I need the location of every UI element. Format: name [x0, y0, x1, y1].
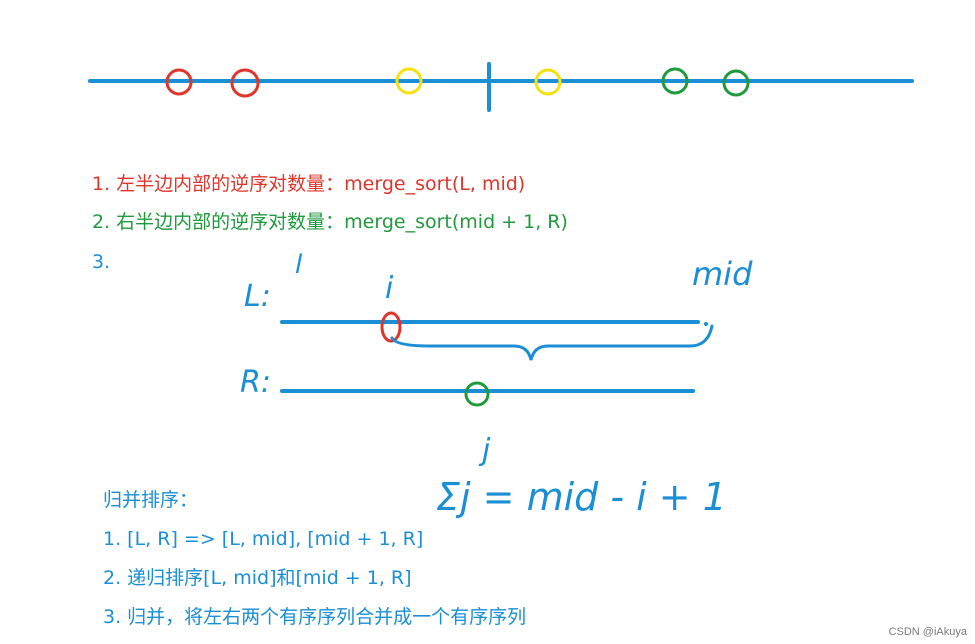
red-circle-1 [165, 68, 193, 96]
step-3-text: 3. [92, 251, 111, 273]
yellow-circle-1 [395, 67, 423, 95]
step-1-text: 1. 左半边内部的逆序对数量：merge_sort(L, mid) [92, 173, 526, 195]
label-mid: mid [692, 255, 753, 293]
label-L: L: [244, 279, 271, 314]
formula: Σj = mid - i + 1 [436, 475, 727, 519]
merge-sort-step-1: 1. [L, R] => [L, mid], [mid + 1, R] [103, 528, 424, 550]
range-brace [390, 324, 714, 361]
label-l-small: l [295, 250, 303, 280]
left-dot-mid [704, 322, 708, 326]
yellow-circle-2 [534, 68, 562, 96]
label-R: R: [240, 365, 271, 400]
green-circle-1 [661, 67, 689, 95]
green-circle-2 [722, 69, 750, 97]
j-marker-circle [464, 381, 490, 407]
merge-sort-step-3: 3. 归并，将左右两个有序序列合并成一个有序序列 [103, 606, 527, 628]
step-2-text: 2. 右半边内部的逆序对数量：merge_sort(mid + 1, R) [92, 211, 568, 233]
red-circle-2 [230, 68, 260, 98]
csdn-watermark: CSDN @iAkuya [888, 626, 967, 638]
label-i: i [385, 271, 394, 306]
i-marker-circle [380, 311, 402, 343]
merge-sort-step-2: 2. 递归排序[L, mid]和[mid + 1, R] [103, 567, 412, 589]
merge-sort-title: 归并排序： [103, 489, 199, 511]
label-j: j [478, 433, 491, 468]
